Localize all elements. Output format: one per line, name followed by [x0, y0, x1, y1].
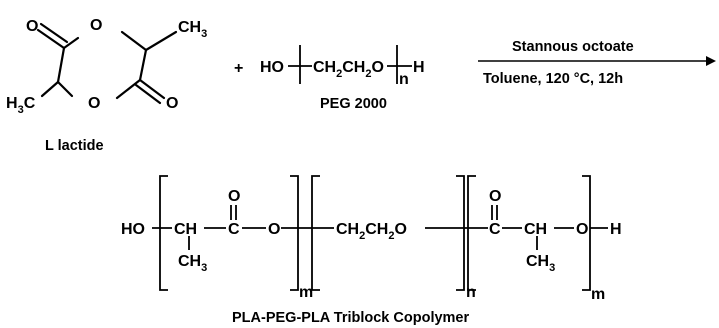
product-methyl-1: CH3: [178, 253, 207, 274]
product-bracket-1-left: [159, 175, 168, 291]
peg-end-group-left: HO: [260, 59, 284, 76]
product-bracket-1-right: [290, 175, 299, 291]
double-bond: [39, 22, 69, 44]
product-count-m-2: m: [591, 286, 605, 303]
bond: [138, 48, 148, 82]
bond: [120, 30, 148, 52]
product-count-n: n: [466, 284, 476, 301]
peg-end-group-right: H: [413, 59, 425, 76]
product-carbonyl-c-2: C: [489, 221, 501, 238]
double-bond: [138, 78, 166, 100]
product-name: PLA-PEG-PLA Triblock Copolymer: [232, 310, 469, 326]
product-end-group-right: H: [610, 221, 622, 238]
catalyst-label: Stannous octoate: [512, 39, 634, 55]
methyl-left-label: H3C: [6, 95, 36, 116]
bond: [40, 80, 60, 98]
carbonyl-oxygen-bottom: O: [166, 95, 178, 112]
reaction-conditions: Stannous octoate Toluene, 120 °C, 12h: [478, 39, 716, 87]
double-bond: [36, 28, 66, 50]
conditions-label: Toluene, 120 °C, 12h: [483, 71, 623, 87]
ring-oxygen-top: O: [90, 17, 102, 34]
ring-oxygen-bottom: O: [88, 95, 100, 112]
product-bracket-2-left: [311, 175, 320, 291]
product-bracket-3-right: [582, 175, 591, 291]
reaction-arrow-head: [706, 56, 716, 66]
product-carbonyl-o-2: O: [489, 188, 501, 205]
product-peg-repeat-unit: CH2CH2O: [336, 221, 407, 242]
product-end-group-left: HO: [121, 221, 145, 238]
lactide-structure: O O O O CH3 H3C L lactide: [6, 17, 207, 154]
product-ester-o-1: O: [268, 221, 280, 238]
product-bracket-2-right: [456, 175, 465, 291]
carbonyl-oxygen-top: O: [26, 18, 38, 35]
product-methyl-2: CH3: [526, 253, 555, 274]
product-ester-o-2: O: [576, 221, 588, 238]
product-carbonyl-c-1: C: [228, 221, 240, 238]
product-count-m-1: m: [299, 284, 313, 301]
peg-repeat-count: n: [399, 71, 409, 88]
product-bracket-3-left: [467, 175, 476, 291]
peg-name: PEG 2000: [320, 96, 387, 112]
plus-sign: +: [234, 60, 243, 77]
peg-structure: HO CH2CH2O n H PEG 2000: [260, 45, 425, 112]
product-ch-2: CH: [524, 221, 547, 238]
bond: [56, 80, 74, 98]
methyl-top-label: CH3: [178, 19, 207, 40]
bond: [115, 78, 142, 100]
product-ch-1: CH: [174, 221, 197, 238]
product-structure: m n m HO CH C O O CH3 CH2CH2O C O: [121, 175, 622, 326]
peg-repeat-unit: CH2CH2O: [313, 59, 384, 80]
double-bond: [134, 83, 162, 105]
product-carbonyl-o-1: O: [228, 188, 240, 205]
lactide-name: L lactide: [45, 138, 104, 154]
bond: [56, 46, 66, 84]
bond: [62, 36, 80, 50]
bond: [144, 30, 178, 52]
